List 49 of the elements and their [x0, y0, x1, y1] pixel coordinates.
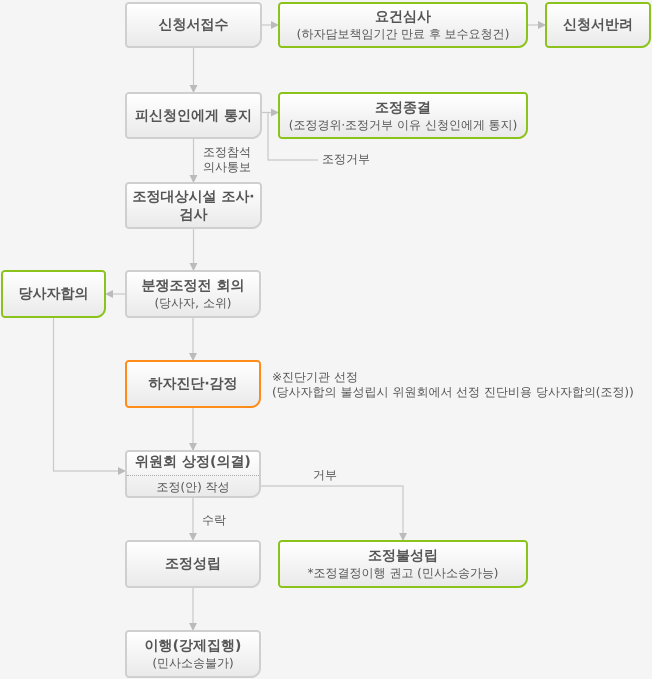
box-title: 위원회 상정(의결) [135, 453, 251, 471]
box-note: *조정결정이행 권고 (민사소송가능) [308, 565, 498, 581]
box-title: 요건심사 [375, 8, 431, 26]
arrow [190, 48, 198, 93]
arrow [189, 588, 197, 631]
edge-label: 수락 [202, 513, 226, 528]
process-box [125, 2, 262, 48]
box-title: 이행(강제집행) [144, 637, 242, 655]
box-title: 신청서반려 [563, 16, 633, 34]
box-note: (조정경위·조정거부 이유 신청인에게 통지) [288, 116, 518, 132]
process-box [125, 270, 261, 318]
arrow [189, 408, 197, 451]
box-title: 조정불성립 [368, 547, 438, 565]
edge-label: 조정거부 [322, 152, 370, 167]
arrow [189, 498, 197, 541]
note-text: ※진단기관 선정 (당사자합의 불성립시 위원회에서 선정 진단비용 당사자합의(조정)) [272, 370, 634, 400]
box-title: 분쟁조정전 회의 [142, 277, 244, 295]
box-title: 조정종결 [375, 98, 431, 116]
arrow [262, 21, 279, 29]
process-box [125, 630, 261, 678]
arrow [261, 485, 407, 541]
box-note: 조정(안) 작성 [127, 475, 259, 495]
arrow [261, 108, 319, 161]
process-box [125, 92, 262, 139]
process-box [1, 270, 106, 318]
arrow [190, 229, 198, 271]
box-note: (민사소송불가) [152, 655, 234, 671]
arrow [190, 139, 198, 183]
process-box [278, 92, 528, 139]
process-box [278, 2, 528, 48]
process-box [278, 540, 528, 588]
box-note: (당사자, 소위) [154, 295, 232, 311]
box-title: 조정대상시설 조사·검사 [131, 188, 256, 224]
arrow [528, 21, 546, 29]
box-title: 하자진단·감정 [148, 375, 238, 393]
box-title: 조정성립 [165, 555, 221, 573]
box-title: 신청서접수 [158, 16, 228, 34]
process-box [125, 450, 261, 498]
process-box [545, 2, 651, 48]
process-box [125, 182, 262, 229]
arrow [189, 318, 197, 361]
highlighted-step-box [125, 360, 261, 408]
arrow [105, 290, 125, 298]
box-title: 당사자합의 [18, 285, 88, 303]
box-title: 피신청인에게 통지 [135, 106, 252, 124]
edge-label: 거부 [313, 468, 337, 483]
box-note: (하자담보책임기간 만료 후 보수요청건) [296, 26, 510, 42]
process-box [125, 540, 261, 588]
arrow [52, 318, 126, 475]
